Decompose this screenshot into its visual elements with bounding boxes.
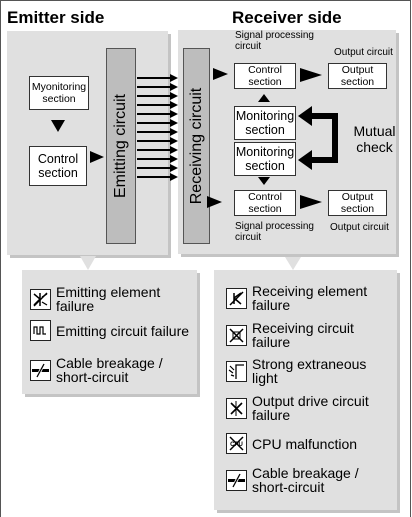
emitter-failure-item: Emitting element failure	[30, 285, 191, 313]
receiver-failure-label: Cable breakage / short-circuit	[252, 465, 359, 495]
frame-left	[0, 0, 1, 517]
receiver-failure-item: Receiving element failure	[226, 284, 392, 312]
signal-processing-top-label: Signal processing circuit	[235, 30, 314, 52]
receiver-failure-label: Receiving element failure	[252, 283, 368, 313]
down-arrow-icon	[51, 120, 65, 132]
emitter-failure-label: Emitting circuit failure	[56, 322, 190, 339]
cable-break-icon	[226, 469, 247, 491]
receiver-failure-label: Strong extraneous light	[252, 356, 367, 386]
frame-top	[0, 0, 411, 1]
receiver-control-section-top: Control section	[234, 63, 296, 89]
receiver-failure-label: Output drive circuit failure	[252, 393, 369, 423]
receiver-failure-label: CPU malfunction	[252, 435, 358, 452]
receiver-failure-item: CPU CPU malfunction	[226, 433, 392, 454]
receiver-side-heading: Receiver side	[232, 8, 342, 27]
signal-processing-bottom-label: Signal processing circuit	[235, 221, 314, 243]
emitter-side-heading: Emitter side	[7, 8, 105, 27]
right-arrow-icon	[213, 68, 228, 80]
output-drive-icon	[226, 397, 247, 419]
output-section-top: Output section	[328, 63, 387, 89]
pulse-wave-icon	[30, 320, 51, 341]
receiving-circuit-column: Receiving circuit	[183, 48, 210, 244]
emitter-panel	[7, 31, 168, 255]
cpu-icon: CPU	[226, 433, 247, 454]
right-arrow-icon	[300, 68, 322, 82]
emitting-element-icon	[30, 288, 51, 310]
up-arrow-icon	[258, 94, 270, 102]
right-arrow-icon	[90, 151, 104, 163]
output-circuit-bottom-label: Output circuit	[330, 222, 389, 233]
mutual-check-arrow	[298, 106, 338, 170]
emitter-failure-label: Emitting element failure	[56, 284, 161, 314]
receiving-element-icon	[226, 287, 247, 309]
monitoring-section-2: Monitoring section	[234, 142, 296, 176]
right-arrow-icon	[300, 195, 322, 209]
receiver-failure-item: Cable breakage / short-circuit	[226, 466, 392, 494]
right-arrow-icon	[207, 196, 222, 208]
monitoring-section-1: Monitoring section	[234, 106, 296, 140]
receiver-failure-item: Receiving circuit failure	[226, 321, 392, 349]
receiver-failure-item: Strong extraneous light	[226, 357, 392, 385]
emitting-circuit-column: Emitting circuit	[106, 48, 136, 244]
output-section-bottom: Output section	[328, 190, 387, 216]
frame-right	[410, 0, 411, 517]
light-beams	[137, 74, 178, 181]
mutual-check-label: Mutual check	[353, 123, 396, 155]
svg-text:CPU: CPU	[230, 442, 243, 448]
receiver-control-section-bottom: Control section	[234, 190, 296, 216]
strong-light-icon	[226, 360, 247, 382]
emitter-failure-item: Emitting circuit failure	[30, 320, 191, 341]
cable-break-icon	[30, 359, 51, 381]
emitter-control-section-box: Control section	[29, 146, 87, 186]
output-circuit-top-label: Output circuit	[334, 47, 393, 58]
emitter-failure-label: Cable breakage / short-circuit	[56, 355, 163, 385]
crossed-circuit-icon	[226, 324, 247, 346]
emitter-failure-item: Cable breakage / short-circuit	[30, 356, 191, 384]
emitter-failure-callout	[22, 270, 197, 394]
down-arrow-icon	[258, 177, 270, 185]
receiver-failure-label: Receiving circuit failure	[252, 320, 354, 350]
receiver-failure-item: Output drive circuit failure	[226, 394, 392, 422]
monitoring-section-box: Myonitoring section	[29, 76, 89, 110]
